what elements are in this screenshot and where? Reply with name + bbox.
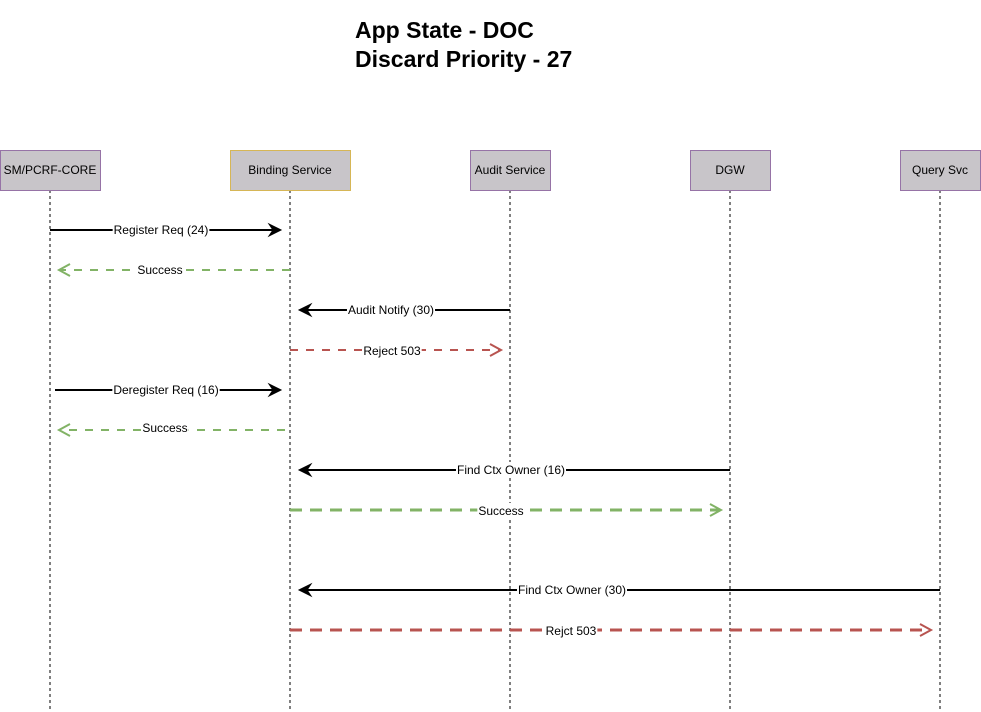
participant-label: Binding Service [248, 163, 332, 177]
message-label: Find Ctx Owner (16) [457, 463, 565, 477]
arrowhead-icon [267, 382, 283, 398]
message-label-background [362, 343, 422, 358]
message-label-background [455, 462, 567, 477]
participant-box: Binding Service [230, 150, 351, 191]
participant-label: Query Svc [912, 163, 968, 177]
arrowhead-icon [267, 222, 283, 238]
message-label: Register Req (24) [114, 223, 209, 237]
participant-box: SM/PCRF-CORE [0, 150, 101, 191]
participant-box: Audit Service [470, 150, 551, 191]
participant-rect [690, 150, 771, 191]
message-label-background [516, 582, 628, 597]
arrowhead-icon [56, 263, 71, 277]
lifelines [49, 190, 941, 712]
participant-box: Query Svc [900, 150, 981, 191]
message-arrow: Rejct 503 [290, 623, 934, 638]
participant-rect [470, 150, 551, 191]
arrowhead-icon [56, 423, 71, 437]
title-discard-priority: Discard Priority - 27 [355, 46, 573, 72]
message-label: Success [142, 421, 187, 435]
diagram-title: App State - DOC Discard Priority - 27 [355, 16, 572, 74]
message-arrow: Success [56, 420, 285, 437]
title-app-state: App State - DOC [355, 17, 534, 43]
arrowhead-icon [489, 343, 504, 357]
message-label: Reject 503 [363, 344, 421, 358]
message-arrow: Reject 503 [290, 343, 504, 358]
participant-label: DGW [715, 163, 745, 177]
message-arrow: Deregister Req (16) [55, 382, 283, 398]
message-arrow: Success [290, 503, 724, 518]
message-label-background [477, 503, 525, 518]
arrowhead-icon [297, 462, 313, 478]
arrowhead-icon [709, 503, 724, 517]
message-arrow: Audit Notify (30) [297, 302, 510, 318]
arrowhead-icon [297, 582, 313, 598]
participants: SM/PCRF-CORE Binding Service Audit Service… [0, 150, 981, 191]
message-label: Deregister Req (16) [113, 383, 218, 397]
message-label: Success [478, 504, 523, 518]
participant-rect [230, 150, 351, 191]
arrowhead-icon [919, 623, 934, 637]
message-label: Audit Notify (30) [348, 303, 434, 317]
participant-box: DGW [690, 150, 771, 191]
message-label: Rejct 503 [546, 624, 597, 638]
message-label-background [141, 420, 189, 435]
message-label-background [136, 262, 184, 277]
message-label: Find Ctx Owner (30) [518, 583, 626, 597]
message-label-background [346, 302, 436, 317]
message-arrow: Find Ctx Owner (16) [297, 462, 730, 478]
message-label-background [544, 623, 598, 638]
message-label-background [112, 382, 220, 397]
arrowhead-icon [297, 302, 313, 318]
message-arrow: Register Req (24) [50, 222, 283, 238]
message-arrow: Success [56, 262, 290, 277]
participant-label: SM/PCRF-CORE [4, 163, 97, 177]
participant-label: Audit Service [475, 163, 546, 177]
message-arrow: Find Ctx Owner (30) [297, 582, 940, 598]
message-label: Success [137, 263, 182, 277]
participant-rect [900, 150, 981, 191]
participant-rect [0, 150, 101, 191]
message-label-background [112, 222, 210, 237]
